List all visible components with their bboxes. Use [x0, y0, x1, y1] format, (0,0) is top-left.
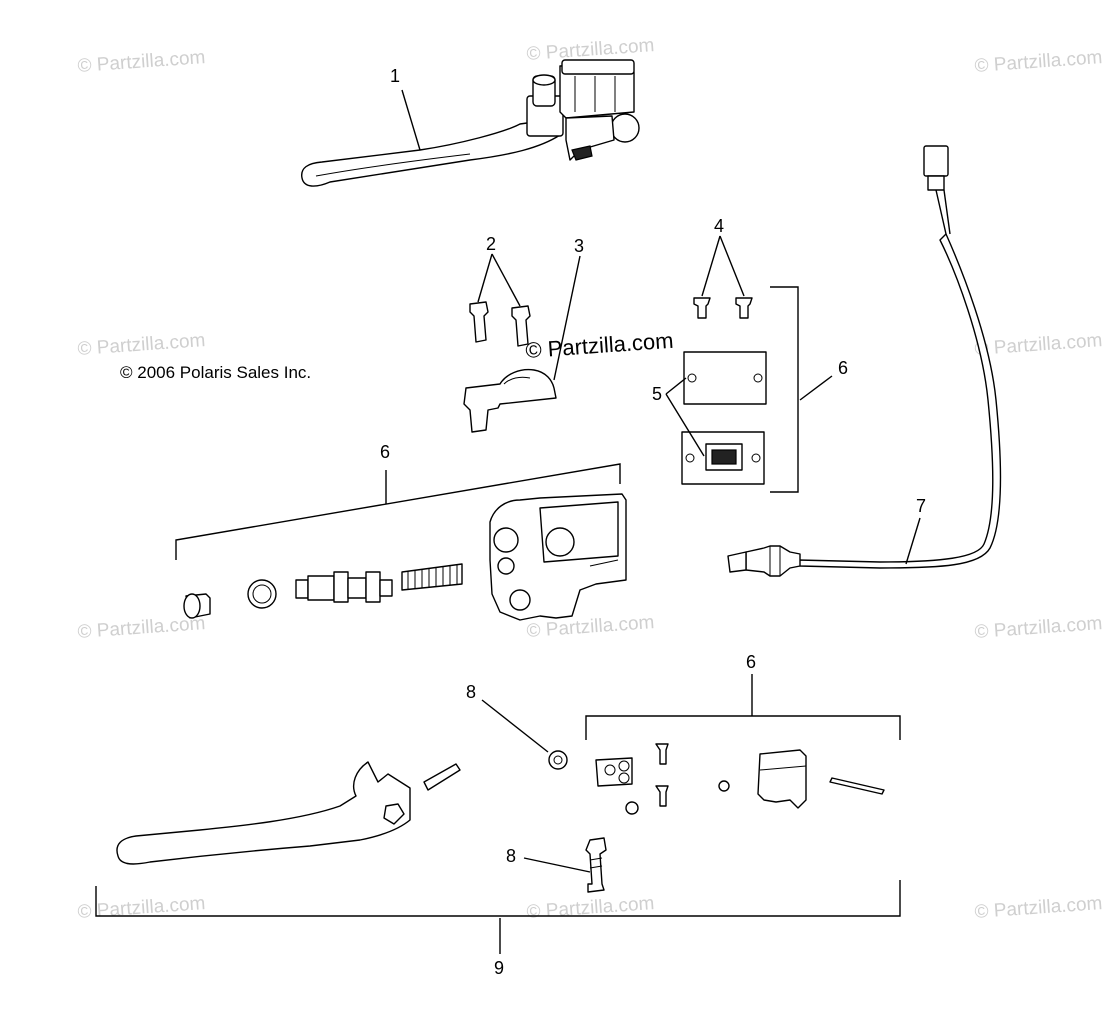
- center-watermark: © Partzilla.com: [525, 328, 675, 363]
- watermark: © Partzilla.com: [526, 893, 655, 923]
- watermark: © Partzilla.com: [974, 47, 1103, 77]
- bracket-9: [95, 880, 901, 917]
- watermark-layer: © Partzilla.com © Partzilla.com © Partzi…: [77, 35, 1103, 923]
- callout-6-middle: 6: [380, 442, 390, 462]
- watermark: © Partzilla.com: [974, 613, 1103, 643]
- callout-9: 9: [494, 958, 504, 978]
- bracket-6-middle: [175, 463, 621, 560]
- callout-8-nut: 8: [466, 682, 476, 702]
- callout-6-lower: 6: [746, 652, 756, 672]
- bracket-6-plates: [770, 286, 799, 493]
- watermark: © Partzilla.com: [974, 893, 1103, 923]
- leader-lines: [385, 89, 921, 954]
- part-9-lever-assembly: [116, 743, 885, 865]
- part-5-gaskets: [681, 351, 767, 485]
- callout-labels: 1 2 3 4 5 6 6 6 7 8 8 9: [380, 66, 926, 978]
- part-8-pivot-hardware: [548, 750, 607, 893]
- watermark: © Partzilla.com: [77, 47, 206, 77]
- callout-1: 1: [390, 66, 400, 86]
- bracket-6-lower: [585, 715, 901, 740]
- callout-7: 7: [916, 496, 926, 516]
- copyright-text: © 2006 Polaris Sales Inc.: [120, 363, 311, 382]
- part-4-screws: [693, 297, 753, 319]
- watermark: © Partzilla.com: [974, 330, 1103, 360]
- part-1-master-cylinder-assembly: [301, 59, 640, 187]
- part-7-brake-switch-cable: [727, 145, 1002, 577]
- part-2-bolts: [469, 301, 531, 347]
- watermark: © Partzilla.com: [77, 330, 206, 360]
- watermark: © Partzilla.com: [77, 613, 206, 643]
- part-6-seal-kit: [183, 493, 627, 621]
- part-3-clamp: [463, 368, 557, 433]
- callout-3: 3: [574, 236, 584, 256]
- callout-5: 5: [652, 384, 662, 404]
- callout-6-plates: 6: [838, 358, 848, 378]
- callout-2: 2: [486, 234, 496, 254]
- callout-4: 4: [714, 216, 724, 236]
- callout-8-bolt: 8: [506, 846, 516, 866]
